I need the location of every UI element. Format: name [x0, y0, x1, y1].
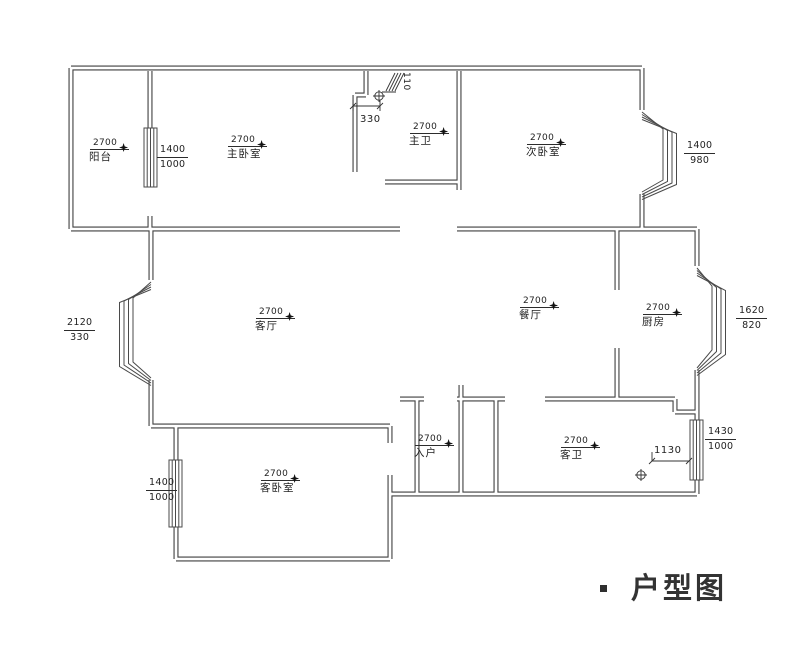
- four-point-star-icon: [444, 439, 454, 448]
- four-point-star-icon: [119, 143, 129, 152]
- room-label-entry: 2700 入户: [414, 434, 455, 459]
- room-label-second-bedroom: 2700 次卧室: [526, 133, 567, 158]
- room-dim: 2700: [93, 138, 118, 148]
- room-name: 客厅: [255, 320, 278, 332]
- room-name: 客卫: [560, 449, 583, 461]
- window-dim-guest-bedroom-window: 1400 1000: [146, 477, 178, 502]
- window-dim-left-bay: 2120 330: [64, 317, 96, 342]
- window-dim-right-middle-bay: 1620 820: [736, 305, 768, 330]
- walls: [68, 65, 700, 562]
- balcony-partition-window: [143, 127, 158, 188]
- title-bullet-icon: [600, 585, 607, 592]
- room-dim: 2700: [564, 436, 589, 446]
- title-text: 户型图: [631, 571, 728, 605]
- room-name: 厨房: [642, 316, 665, 328]
- room-dim: 2700: [523, 296, 548, 306]
- room-dim: 2700: [530, 133, 555, 143]
- room-dim: 2700: [646, 303, 671, 313]
- four-point-star-icon: [257, 140, 267, 149]
- room-label-guest-bedroom: 2700 客卧室: [260, 469, 301, 494]
- room-label-master-bedroom: 2700 主卧室: [227, 135, 268, 160]
- room-dim: 2700: [413, 122, 438, 132]
- dim-text-330: 330: [360, 114, 381, 125]
- guest-bath-window: [689, 419, 704, 481]
- room-name: 阳台: [89, 151, 112, 163]
- dim-line-1130: [648, 452, 693, 465]
- right-middle-bay-window: [696, 267, 726, 376]
- drain-symbol: [373, 90, 385, 102]
- room-label-guest-bath: 2700 客卫: [560, 436, 601, 461]
- dim-text-110: 110: [401, 72, 411, 91]
- four-point-star-icon: [590, 441, 600, 450]
- window-dim-guest-bath-window: 1430 1000: [705, 426, 737, 451]
- four-point-star-icon: [285, 312, 295, 321]
- room-name: 入户: [414, 447, 437, 459]
- duct-hatch: [382, 72, 405, 93]
- window-dim-right-top-bay: 1400 980: [684, 140, 716, 165]
- room-dim: 2700: [418, 434, 443, 444]
- room-label-living-room: 2700 客厅: [255, 307, 296, 332]
- window-dim-balcony-window: 1400 1000: [157, 144, 189, 169]
- drain-symbol: [635, 469, 647, 481]
- room-dim: 2700: [264, 469, 289, 479]
- four-point-star-icon: [439, 127, 449, 136]
- left-bay-window: [119, 281, 152, 386]
- room-name: 客卧室: [260, 482, 295, 494]
- room-label-balcony: 2700 阳台: [89, 138, 130, 163]
- four-point-star-icon: [290, 474, 300, 483]
- four-point-star-icon: [672, 308, 682, 317]
- guest-bedroom-window: [168, 459, 183, 528]
- room-label-kitchen: 2700 厨房: [642, 303, 683, 328]
- room-label-dining-room: 2700 餐厅: [519, 296, 560, 321]
- room-name: 主卫: [409, 135, 432, 147]
- room-name: 主卧室: [227, 148, 262, 160]
- four-point-star-icon: [556, 138, 566, 147]
- dim-text-1130: 1130: [654, 445, 682, 456]
- drawing-title: 户型图: [600, 574, 727, 603]
- room-dim: 2700: [259, 307, 284, 317]
- room-name: 次卧室: [526, 146, 561, 158]
- room-dim: 2700: [231, 135, 256, 145]
- room-label-master-bath: 2700 主卫: [409, 122, 450, 147]
- room-name: 餐厅: [519, 309, 542, 321]
- dim-line-330: [349, 100, 384, 111]
- right-top-bay-window: [641, 111, 677, 200]
- four-point-star-icon: [549, 301, 559, 310]
